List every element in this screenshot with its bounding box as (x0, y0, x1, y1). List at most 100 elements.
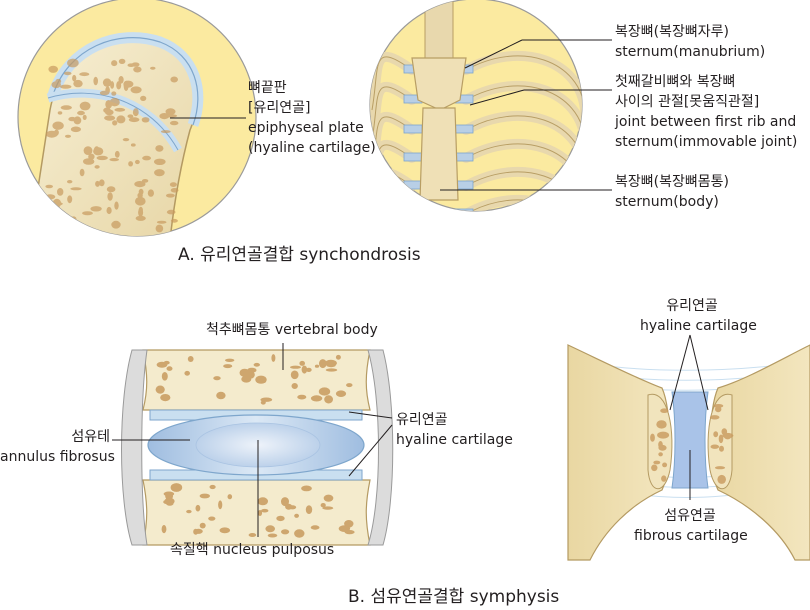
spongy-hole (135, 196, 146, 206)
spongy-hole (656, 420, 667, 429)
spongy-hole (104, 115, 116, 121)
spongy-hole (109, 158, 119, 162)
spongy-hole (57, 111, 63, 115)
spongy-hole (719, 445, 724, 452)
spongy-hole (184, 370, 190, 376)
spongy-hole (661, 475, 667, 482)
spongy-hole (310, 525, 320, 530)
spongy-hole (73, 79, 83, 88)
spongy-hole (199, 493, 210, 499)
spongy-hole (114, 150, 120, 158)
leader-lines-b (112, 343, 393, 537)
costal-cartilage (454, 124, 474, 134)
spongy-hole (155, 145, 164, 152)
spongy-hole (134, 181, 146, 188)
spongy-hole (170, 218, 178, 223)
rib-edge (371, 56, 413, 111)
spongy-hole (156, 220, 167, 224)
vertebral-body-label: 척추뼈몸통 vertebral body (206, 322, 378, 338)
spongy-hole (160, 130, 171, 134)
epiphyseal-plate-label: 뼈끝판 [유리연골] epiphyseal plate (hyaline car… (248, 80, 376, 156)
spongy-hole (166, 501, 174, 506)
spongy-hole (653, 460, 661, 465)
sternum-illustration (369, 0, 583, 212)
spongy-hole (93, 146, 100, 154)
nucleus-pulposus-label: 속질핵 nucleus pulposus (170, 542, 335, 558)
spongy-hole (281, 497, 289, 507)
spongy-hole (138, 206, 143, 214)
spongy-hole (170, 188, 179, 193)
rib-edge (371, 86, 413, 141)
spongy-hole (346, 383, 353, 388)
spongy-hole (154, 169, 165, 177)
spongy-hole (155, 385, 165, 394)
spongy-hole (155, 224, 164, 233)
spongy-hole (116, 115, 126, 124)
spongy-hole (194, 528, 203, 534)
spongy-hole (650, 433, 655, 442)
spongy-hole (67, 180, 73, 184)
spongy-hole (102, 78, 112, 87)
spongy-hole (141, 179, 149, 183)
spongy-hole (314, 364, 320, 368)
spongy-hole (253, 362, 260, 367)
spongy-hole (160, 394, 171, 402)
costal-cartilage (454, 208, 474, 211)
spongy-hole (713, 431, 719, 438)
spongy-hole (267, 533, 278, 538)
spongy-hole (57, 219, 64, 223)
spongy-hole (45, 184, 53, 189)
spongy-hole (299, 360, 306, 366)
spongy-hole (83, 146, 93, 156)
spongy-hole (135, 215, 146, 221)
spongy-hole (142, 155, 152, 161)
spongy-hole (310, 395, 323, 402)
spongy-hole (209, 484, 216, 490)
spongy-hole (52, 121, 64, 130)
spongy-hole (248, 533, 257, 537)
spongy-hole (109, 98, 120, 107)
spongy-hole (326, 363, 336, 368)
spongy-hole (45, 130, 58, 138)
panel-a-caption: A. 유리연골결합 synchondrosis (178, 245, 421, 265)
spongy-hole (67, 195, 73, 204)
spongy-hole (165, 108, 176, 115)
spongy-hole (288, 505, 297, 510)
spongy-hole (122, 138, 130, 142)
spongy-hole (651, 464, 658, 472)
spongy-hole (271, 354, 276, 362)
spongy-hole (147, 189, 154, 197)
spongy-hole (660, 408, 669, 414)
spongy-hole (128, 117, 140, 123)
spongy-hole (70, 187, 82, 191)
spongy-hole (281, 529, 290, 535)
spongy-hole (713, 404, 724, 408)
spongy-hole (70, 216, 77, 222)
spongy-hole (133, 66, 142, 73)
spongy-hole (94, 165, 100, 169)
spongy-hole (709, 415, 720, 420)
sternum-body (419, 107, 459, 201)
spongy-hole (257, 510, 263, 516)
spongy-hole (107, 192, 113, 201)
spongy-hole (290, 365, 301, 369)
spongy-hole (130, 143, 136, 147)
spongy-hole (714, 466, 726, 470)
spongy-hole (187, 356, 194, 362)
spongy-hole (318, 387, 331, 396)
pubic-symphysis-illustration (567, 344, 810, 561)
costal-cartilage (403, 152, 423, 162)
spongy-hole (114, 107, 126, 112)
spongy-hole (255, 375, 267, 384)
spongy-hole (93, 76, 98, 86)
spongy-hole (657, 431, 670, 439)
spongy-hole (70, 126, 81, 133)
sternum-body-label: 복장뼈(복장뼈몸통) sternum(body) (615, 174, 729, 210)
spongy-hole (322, 506, 334, 510)
spongy-hole (95, 180, 100, 187)
spongy-hole (99, 179, 105, 187)
spongy-hole (79, 168, 85, 177)
spongy-hole (170, 76, 178, 83)
spongy-hole (65, 134, 71, 138)
